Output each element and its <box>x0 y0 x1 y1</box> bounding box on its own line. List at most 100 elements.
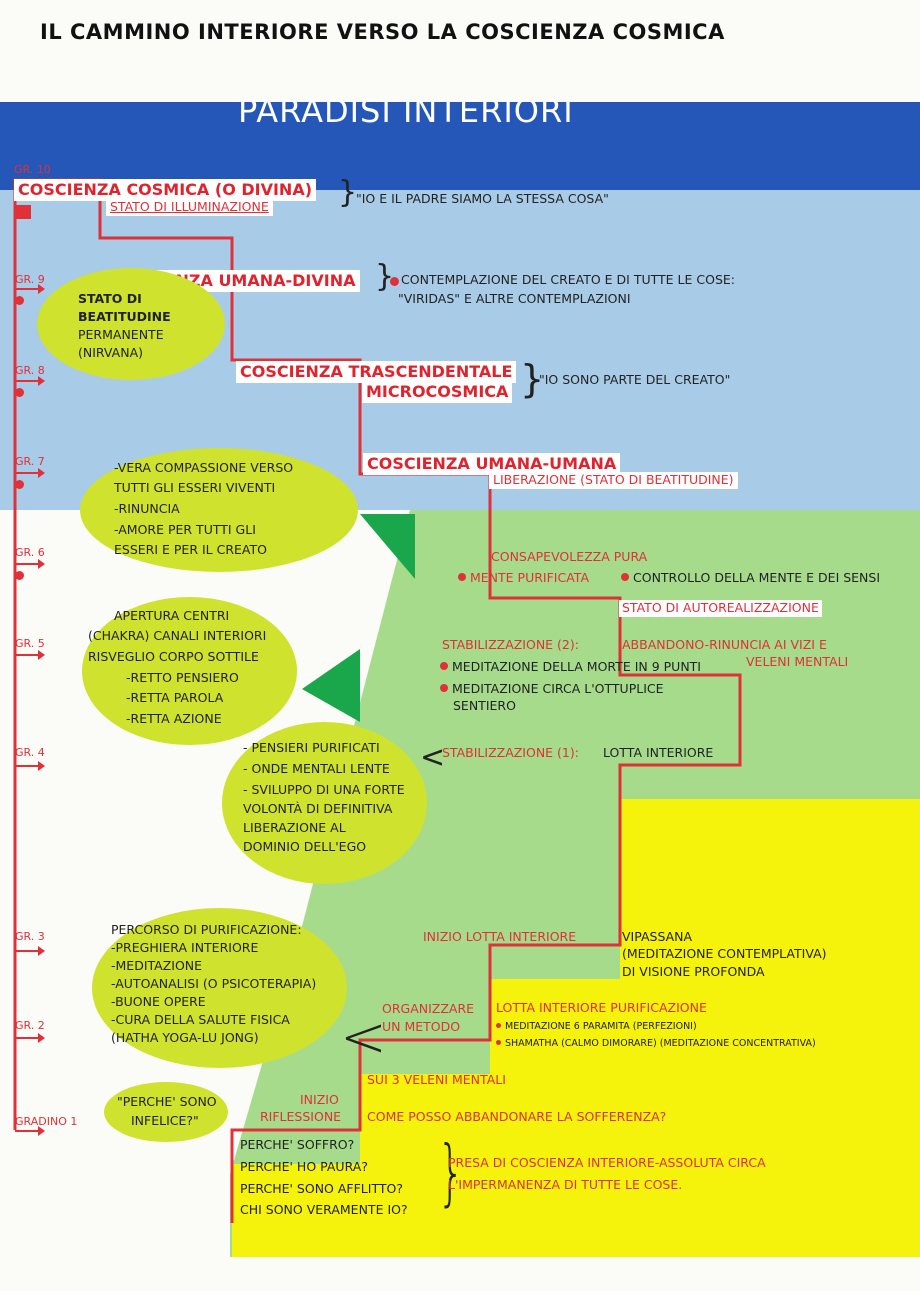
ellipse-line: -MEDITAZIONE <box>111 958 203 973</box>
grade-7-label: GR. 7 <box>15 455 45 468</box>
bullet-icon <box>458 573 466 581</box>
chevron-left-icon: < <box>340 1005 387 1070</box>
contemplazione-line-2: "VIRIDAS" E ALTRE CONTEMPLAZIONI <box>398 291 631 306</box>
question-1: PERCHE' SOFFRO? <box>240 1137 355 1152</box>
ellipse-line: -RETTA PAROLA <box>126 690 224 705</box>
ellipse-line: -CURA DELLA SALUTE FISICA <box>111 1012 290 1027</box>
ellipse-line: -RETTA AZIONE <box>126 711 222 726</box>
ellipse-line: PERMANENTE <box>78 327 164 342</box>
bullet-icon <box>390 277 399 286</box>
grade-7-arrow-icon <box>15 468 45 478</box>
grade-7-dot-icon <box>15 480 24 489</box>
background-zones <box>0 102 920 1257</box>
ellipse-line: ESSERI E PER IL CREATO <box>114 542 267 557</box>
brace-icon: } <box>338 175 358 210</box>
quote-creato: "IO SONO PARTE DEL CREATO" <box>539 372 731 387</box>
ellipse-beatitudine: STATO DI BEATITUDINE PERMANENTE (NIRVANA… <box>37 268 225 380</box>
level-stato-illuminazione: STATO DI ILLUMINAZIONE <box>106 199 273 216</box>
organizzare-line-1: ORGANIZZARE <box>382 1001 475 1016</box>
ellipse-line: - ONDE MENTALI LENTE <box>243 761 390 776</box>
ellipse-line: STATO DI <box>78 291 142 306</box>
ellipse-line: "PERCHE' SONO <box>117 1094 217 1109</box>
question-2: PERCHE' HO PAURA? <box>240 1159 368 1174</box>
bullet-icon <box>621 573 629 581</box>
abbandono-line-2: VELENI MENTALI <box>746 654 849 669</box>
grade-6-dot-icon <box>15 571 24 580</box>
grade-5-arrow-icon <box>15 650 45 660</box>
mente-purificata-text: MENTE PURIFICATA <box>470 570 590 585</box>
ellipse-line: RISVEGLIO CORPO SOTTILE <box>88 649 259 664</box>
grade-4-arrow-icon <box>15 761 45 771</box>
grade-3-label: GR. 3 <box>15 930 45 943</box>
ellipse-chakra: APERTURA CENTRI (CHAKRA) CANALI INTERIOR… <box>82 597 297 745</box>
controllo-text: CONTROLLO DELLA MENTE E DEI SENSI <box>633 570 881 585</box>
grade-10-label: GR. 10 <box>14 163 51 176</box>
presa-line-2: L'IMPERMANENZA DI TUTTE LE COSE. <box>448 1177 683 1192</box>
lotta-purificazione: LOTTA INTERIORE PURIFICAZIONE <box>496 1000 707 1015</box>
ellipse-line: -AUTOANALISI (O PSICOTERAPIA) <box>111 976 317 991</box>
ellipse-purificazione: PERCORSO DI PURIFICAZIONE: -PREGHIERA IN… <box>92 908 347 1068</box>
meditazione-morte-text: MEDITAZIONE DELLA MORTE IN 9 PUNTI <box>452 659 701 674</box>
bullet-icon <box>496 1023 501 1028</box>
grade-2-arrow-icon <box>15 1033 45 1043</box>
grade-9-dot-icon <box>15 296 24 305</box>
shamatha-text: SHAMATHA (CALMO DIMORARE) (MEDITAZIONE C… <box>505 1038 816 1049</box>
presa-line-1: PRESA DI COSCIENZA INTERIORE-ASSOLUTA CI… <box>448 1155 766 1170</box>
grade-8-label: GR. 8 <box>15 364 45 377</box>
ellipse-line: - SVILUPPO DI UNA FORTE <box>243 782 405 797</box>
grade-3-arrow-icon <box>15 946 45 956</box>
staircase-line <box>13 178 742 1223</box>
grade-6-label: GR. 6 <box>15 546 45 559</box>
abbandono-line-1: ABBANDONO-RINUNCIA AI VIZI E <box>622 637 827 652</box>
question-4: CHI SONO VERAMENTE IO? <box>240 1202 408 1217</box>
ellipse-line: INFELICE?" <box>131 1113 199 1128</box>
grade-4-label: GR. 4 <box>15 746 45 759</box>
ellipse-line: -PREGHIERA INTERIORE <box>111 940 259 955</box>
ellipse-line: (NIRVANA) <box>78 345 143 360</box>
paramita-text: MEDITAZIONE 6 PARAMITA (PERFEZIONI) <box>505 1021 697 1032</box>
level-trascendentale-1: COSCIENZA TRASCENDENTALE <box>236 361 517 383</box>
ellipse-line: DOMINIO DELL'EGO <box>243 839 367 854</box>
page-title: IL CAMMINO INTERIORE VERSO LA COSCIENZA … <box>40 20 725 44</box>
grade-1-arrow-icon <box>15 1126 45 1136</box>
ellipse-line: LIBERAZIONE AL <box>243 820 346 835</box>
brace-icon: } <box>375 259 395 294</box>
bullet-icon <box>496 1040 501 1045</box>
grade-8-dot-icon <box>15 388 24 397</box>
ellipse-compassione: -VERA COMPASSIONE VERSO TUTTI GLI ESSERI… <box>80 448 358 572</box>
controllo: CONTROLLO DELLA MENTE E DEI SENSI <box>621 570 880 587</box>
grade-1-label: GRADINO 1 <box>15 1115 78 1128</box>
grade-9-label: GR. 9 <box>15 273 45 286</box>
level-liberazione: LIBERAZIONE (STATO DI BEATITUDINE) <box>489 472 738 489</box>
riflessione-label: RIFLESSIONE <box>260 1109 342 1124</box>
abbandonare-question: COME POSSO ABBANDONARE LA SOFFERENZA? <box>367 1109 667 1124</box>
meditazione-morte: MEDITAZIONE DELLA MORTE IN 9 PUNTI <box>440 659 701 676</box>
inizio-lotta-interiore: INIZIO LOTTA INTERIORE <box>423 929 577 944</box>
ellipse-line: -RETTO PENSIERO <box>126 670 239 685</box>
ellipse-line: -AMORE PER TUTTI GLI <box>114 522 256 537</box>
level-consapevolezza: CONSAPEVOLEZZA PURA <box>491 549 648 564</box>
quote-padre: "IO E IL PADRE SIAMO LA STESSA COSA" <box>356 191 609 206</box>
grade-2-label: GR. 2 <box>15 1019 45 1032</box>
ellipse-line: -RINUNCIA <box>114 501 180 516</box>
brace-icon: } <box>437 1130 465 1214</box>
ellipse-infelice: "PERCHE' SONO INFELICE?" <box>104 1082 228 1142</box>
chevron-left-icon: < <box>420 740 446 775</box>
brace-icon: } <box>520 357 545 401</box>
grade-8-arrow-icon <box>15 376 45 386</box>
organizzare-line-2: UN METODO <box>382 1019 461 1034</box>
stabilizzazione-1: STABILIZZAZIONE (1): <box>442 745 579 760</box>
lotta-interiore: LOTTA INTERIORE <box>603 745 714 760</box>
ellipse-pensieri: - PENSIERI PURIFICATI - ONDE MENTALI LEN… <box>222 722 427 884</box>
contemplazione-line-1: CONTEMPLAZIONE DEL CREATO E DI TUTTE LE … <box>401 272 735 287</box>
vipassana-line-1: VIPASSANA <box>622 929 693 944</box>
grade-6-arrow-icon <box>15 559 45 569</box>
bullet-icon <box>440 662 448 670</box>
ellipse-line: -BUONE OPERE <box>111 994 206 1009</box>
meditazione-ottuplice-text: MEDITAZIONE CIRCA L'OTTUPLICE <box>452 681 664 696</box>
meditazione-ottuplice-2: SENTIERO <box>453 698 516 713</box>
question-3: PERCHE' SONO AFFLITTO? <box>240 1181 403 1196</box>
level-autorealizzazione: STATO DI AUTOREALIZZAZIONE <box>619 600 822 617</box>
level-coscienza-cosmica: COSCIENZA COSMICA (O DIVINA) <box>14 179 317 201</box>
meditazione-ottuplice: MEDITAZIONE CIRCA L'OTTUPLICE <box>440 681 664 698</box>
